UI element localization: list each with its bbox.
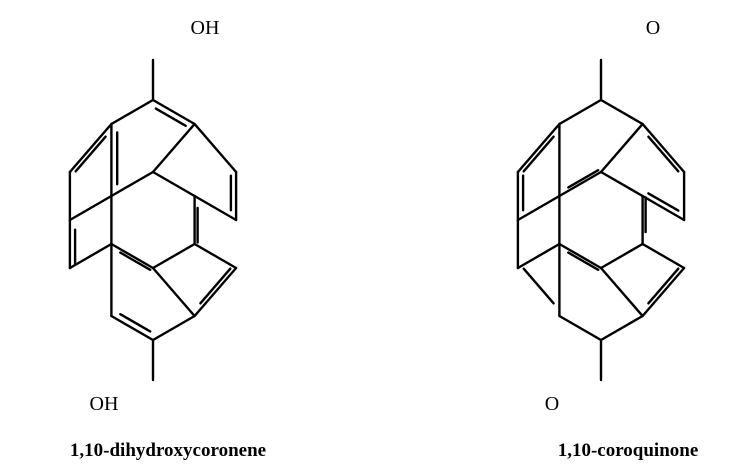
double-bond-a1-g1: [522, 135, 555, 173]
bond-d2-c4: [599, 266, 644, 318]
bottom-hydroxyl-label: OH: [90, 393, 119, 415]
double-bond-a2-a3: [154, 107, 187, 128]
bond-d1-d2: [641, 266, 686, 318]
double-bond-c1-c6: [567, 168, 600, 189]
bond-g1-a1: [516, 122, 561, 174]
bond-f2-c6: [516, 194, 561, 222]
coroquinone-structure: [516, 58, 686, 382]
bond-f2-c6: [68, 194, 113, 222]
bond-c5-f1: [516, 242, 561, 270]
bond-c6-c1: [558, 170, 603, 198]
bond-c1-a3: [151, 122, 196, 174]
top-hydroxyl-label: OH: [191, 17, 220, 39]
bond-c4-c5: [558, 242, 603, 270]
bond-d2-c4: [151, 266, 196, 318]
double-bond-g1-a1: [74, 135, 107, 173]
bond-b2-c2: [641, 194, 686, 222]
bond-c3-c4: [599, 242, 644, 270]
bond-b2-c2: [193, 194, 238, 222]
double-bond-e2-f1: [522, 267, 555, 305]
bond-a3-a2: [599, 98, 644, 126]
double-bond-d1-d2: [647, 267, 680, 305]
bond-a3-a2: [151, 98, 196, 126]
bond-c4-c5: [110, 242, 155, 270]
coroquinone-caption: 1,10-coroquinone: [557, 440, 699, 461]
bond-e1-e2: [110, 314, 155, 342]
bond-c6-c1: [110, 170, 155, 198]
bond-a2-a1: [110, 98, 155, 126]
bond-d2-e1: [151, 314, 196, 342]
double-bond-d1-d2: [199, 267, 232, 305]
bond-c1-a3: [599, 122, 644, 174]
bottom-carbonyl-oxygen-label: O: [545, 393, 559, 415]
double-bond-a3-b1: [647, 135, 680, 173]
top-carbonyl-oxygen-label: O: [646, 17, 660, 39]
bond-d1-d2: [193, 266, 238, 318]
dihydroxycoronene-structure: [68, 58, 238, 382]
double-bond-b2-c2: [647, 192, 680, 212]
dihydroxycoronene-caption: 1,10-dihydroxycoronene: [69, 440, 267, 461]
bond-e1-e2: [558, 314, 603, 342]
double-bond-e1-e2: [119, 313, 152, 333]
bond-c1-c2: [151, 170, 196, 198]
bond-d2-e1: [599, 314, 644, 342]
bond-c3-d1: [193, 242, 238, 270]
double-bond-c4-c5: [119, 251, 152, 271]
bond-c5-f1: [68, 242, 113, 270]
bond-a2-a1: [558, 98, 603, 126]
bond-a3-b1: [641, 122, 686, 174]
bond-a3-b1: [193, 122, 238, 174]
double-bond-c4-c5: [567, 251, 600, 271]
bond-g1-a1: [68, 122, 113, 174]
bond-c1-c2: [599, 170, 644, 198]
bond-c3-d1: [641, 242, 686, 270]
bond-c3-c4: [151, 242, 196, 270]
